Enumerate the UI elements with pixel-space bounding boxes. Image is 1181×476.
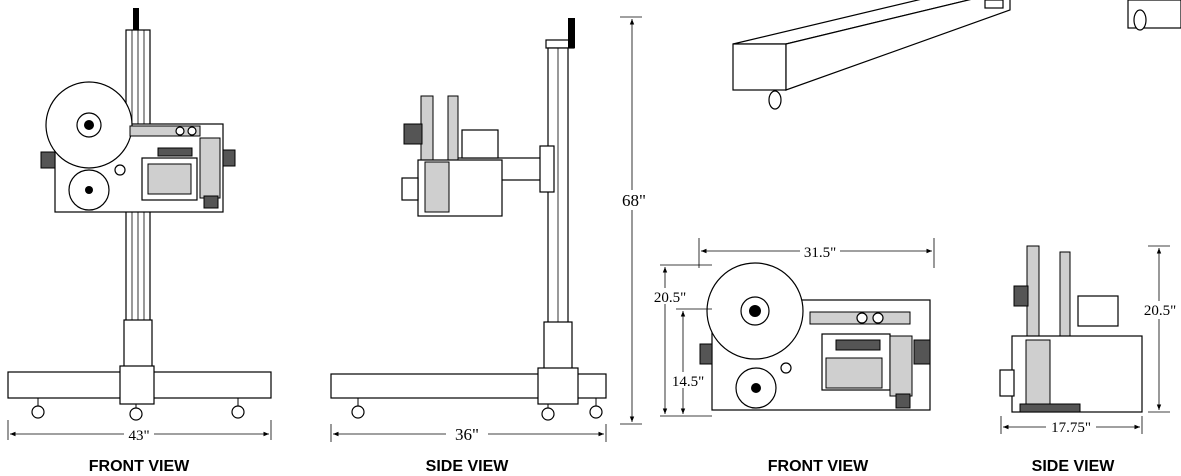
side-unit-height-dim: 20.5": [1144, 303, 1176, 319]
labeler-unit-side: [401, 95, 503, 217]
side-stand-width-dim: 36": [455, 425, 479, 444]
front-unit-outer-height-dim: 20.5": [654, 290, 686, 306]
side-stand-height-dim: 68": [622, 191, 646, 210]
caster-wheels: [31, 398, 245, 421]
front-stand-width-dim: 43": [128, 428, 149, 444]
side-view-unit: 17.75" 20.5" SIDE VIEW: [999, 245, 1181, 475]
front-view-unit: 31.5" 20.5" 14.5" FRONT VIEW: [654, 238, 935, 475]
column-sleeve: [543, 321, 573, 373]
isometric-base: [732, 0, 1181, 110]
side-view-stand: 36" 68" SIDE VIEW: [330, 16, 648, 475]
front-stand-caption: FRONT VIEW: [89, 458, 190, 475]
labeler-unit: [40, 81, 236, 213]
side-stand-caption: SIDE VIEW: [426, 458, 510, 475]
front-unit-caption: FRONT VIEW: [768, 458, 869, 475]
side-unit-width-dim: 17.75": [1051, 420, 1091, 436]
front-unit-inner-height-dim: 14.5": [672, 374, 704, 390]
caster-wheels: [351, 398, 603, 421]
front-unit-width-dim: 31.5": [804, 245, 836, 261]
column-sleeve: [123, 319, 153, 371]
crank-handle: [133, 8, 139, 30]
front-view-stand: 43" FRONT VIEW: [7, 8, 272, 475]
side-unit-caption: SIDE VIEW: [1032, 458, 1116, 475]
